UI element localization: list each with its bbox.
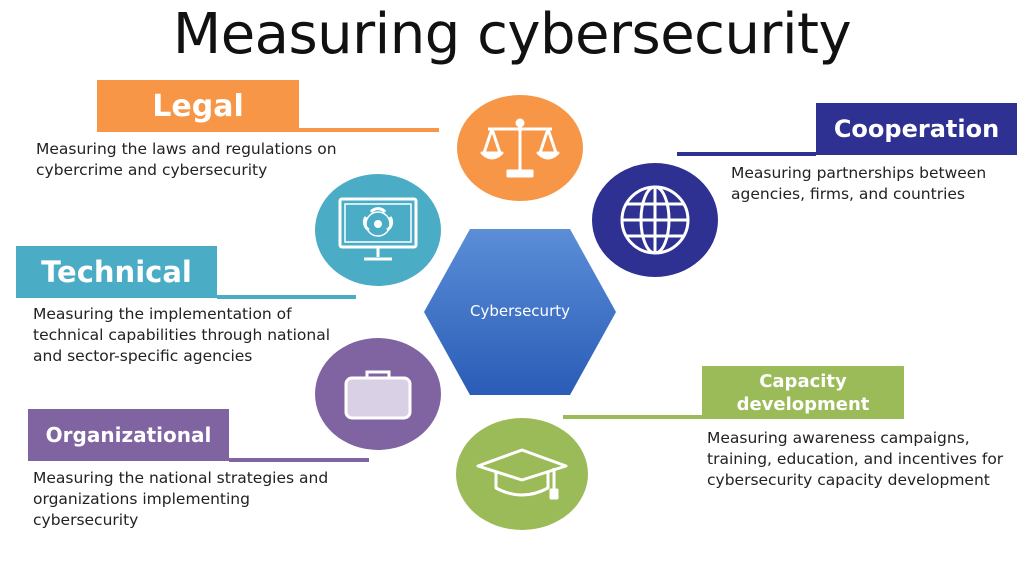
capacity-label-box: Capacity development	[702, 366, 904, 419]
capacity-label-line: Capacity	[759, 370, 847, 392]
technical-description-line: and sector-specific agencies	[33, 347, 253, 365]
technical-description-line: Measuring the implementation of	[33, 305, 292, 323]
legal-description-line: Measuring the laws and regulations on	[36, 140, 337, 158]
organizational-description-line: organizations implementing	[33, 490, 250, 508]
biohazard-monitor-icon	[338, 197, 418, 261]
graduation-cap-icon	[476, 448, 568, 500]
organizational-circle	[315, 338, 441, 450]
legal-rule	[299, 128, 439, 132]
technical-label-box: Technical	[16, 246, 217, 298]
globe-icon	[620, 185, 690, 255]
capacity-circle	[456, 418, 588, 530]
organizational-label-box: Organizational	[28, 409, 229, 461]
cooperation-rule	[677, 152, 816, 156]
technical-description-line: technical capabilities through national	[33, 326, 331, 344]
legal-description-line: cybercrime and cybersecurity	[36, 161, 268, 179]
cooperation-circle	[592, 163, 718, 277]
legal-circle	[457, 95, 583, 201]
organizational-label: Organizational	[45, 423, 212, 447]
cooperation-description-line: agencies, firms, and countries	[731, 185, 965, 203]
legal-label-box: Legal	[97, 80, 299, 132]
technical-circle	[315, 174, 441, 286]
center-label: Cybersecurty	[470, 302, 570, 320]
briefcase-icon	[344, 370, 412, 420]
capacity-label-line: development	[736, 393, 870, 415]
cooperation-description: Measuring partnerships between agencies,…	[731, 163, 1021, 205]
technical-description: Measuring the implementation of technica…	[33, 304, 363, 367]
legal-label: Legal	[152, 88, 244, 124]
capacity-description-line: cybersecurity capacity development	[707, 471, 990, 489]
organizational-description-line: cybersecurity	[33, 511, 139, 529]
organizational-rule	[229, 458, 369, 462]
capacity-description-line: Measuring awareness campaigns,	[707, 429, 970, 447]
capacity-description: Measuring awareness campaigns, training,…	[707, 428, 1017, 491]
capacity-description-line: training, education, and incentives for	[707, 450, 1004, 468]
capacity-rule	[563, 415, 702, 419]
cooperation-description-line: Measuring partnerships between	[731, 164, 987, 182]
technical-label: Technical	[41, 255, 192, 289]
technical-rule	[217, 295, 356, 299]
cooperation-label: Cooperation	[833, 115, 1000, 143]
page-title: Measuring cybersecurity	[172, 2, 852, 67]
center-hexagon: Cybersecurty	[424, 229, 616, 395]
organizational-description: Measuring the national strategies and or…	[33, 468, 363, 531]
scales-icon	[480, 118, 560, 178]
legal-description: Measuring the laws and regulations on cy…	[36, 139, 356, 181]
cooperation-label-box: Cooperation	[816, 103, 1017, 155]
organizational-description-line: Measuring the national strategies and	[33, 469, 329, 487]
